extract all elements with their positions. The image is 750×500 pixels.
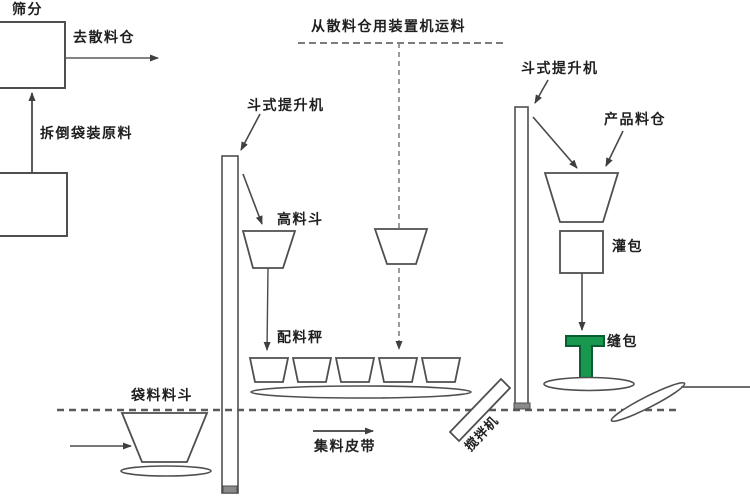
- label-bag-sewing: 缝包: [607, 334, 638, 350]
- label-batching-scale: 配料秤: [277, 330, 324, 346]
- arrow-elevator-to-product-silo: [532, 116, 578, 169]
- middle-hopper-shape: [373, 228, 429, 265]
- arrow-label-to-elevator-left: [240, 113, 261, 151]
- arrow-elevator-to-high-hopper: [242, 173, 263, 225]
- label-transport-from-bulk-silo: 从散料仓用装置机运料: [311, 19, 466, 35]
- arrow-label-to-elevator-right: [534, 79, 549, 104]
- arrow-label-to-product-silo: [605, 130, 624, 167]
- label-product-silo: 产品料仓: [604, 112, 666, 128]
- bucket-elevator-left-base: [222, 485, 238, 494]
- label-screening: 筛分: [12, 2, 43, 18]
- bucket-elevator-left-column: [221, 155, 239, 494]
- arrow-high-hopper-to-scale: [263, 267, 271, 351]
- batching-hopper-5: [420, 357, 462, 383]
- label-unpack-bagged-material: 拆倒袋装原料: [40, 126, 133, 142]
- label-to-bulk-silo: 去散料仓: [73, 30, 135, 46]
- screening-box: [0, 21, 66, 89]
- high-hopper-shape: [241, 230, 297, 269]
- batching-hopper-1: [248, 357, 290, 383]
- batching-hopper-2: [291, 357, 333, 383]
- product-silo-shape: [543, 172, 620, 223]
- outbound-conveyor-shape: [610, 381, 686, 423]
- label-high-hopper: 高料斗: [277, 212, 324, 228]
- bucket-elevator-right-base: [513, 402, 531, 410]
- label-bucket-elevator-left: 斗式提升机: [247, 98, 325, 114]
- bag-material-hopper-shape: [120, 412, 209, 463]
- bag-hopper-discharge-shape: [120, 465, 212, 477]
- batching-hopper-3: [334, 357, 376, 383]
- collecting-belt-shape: [250, 385, 472, 399]
- label-collecting-belt: 集料皮带: [314, 439, 376, 455]
- sewing-machine-shape: [565, 335, 605, 380]
- sewing-station-base-shape: [543, 376, 635, 392]
- bucket-elevator-right-column: [514, 106, 529, 405]
- batching-hopper-4: [377, 357, 419, 383]
- bag-filling-box: [559, 230, 604, 274]
- label-bucket-elevator-right: 斗式提升机: [521, 61, 599, 77]
- mixer-chute-shape: [448, 377, 512, 443]
- label-bag-material-hopper: 袋料料斗: [131, 388, 193, 404]
- label-bag-filling: 灌包: [612, 239, 643, 255]
- bag-unpacking-box: [0, 172, 68, 237]
